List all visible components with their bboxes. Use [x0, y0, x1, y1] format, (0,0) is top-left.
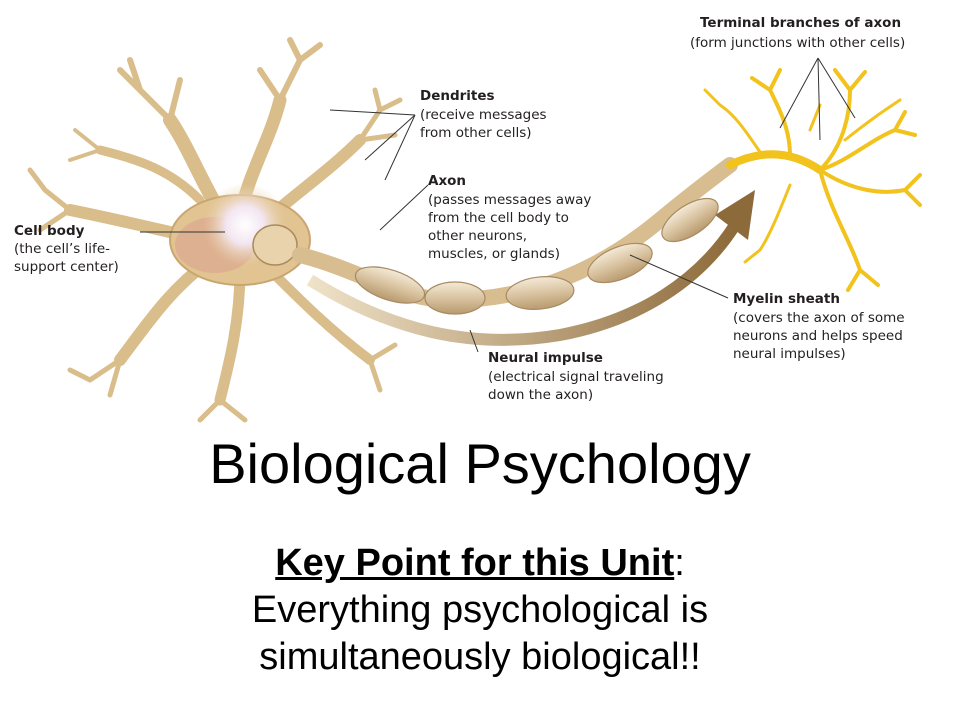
neuron-diagram: Terminal branches of axon (form junction… [14, 15, 922, 423]
neural-impulse-arrow [306, 221, 741, 346]
key-point-line-1: Everything psychological is [251, 589, 709, 631]
axon-label-desc-1: (passes messages away [428, 192, 591, 208]
myelin-label-desc-2: neurons and helps speed [733, 328, 903, 344]
impulse-label-desc-1: (electrical signal traveling [488, 369, 664, 385]
myelin-label-title: Myelin sheath [733, 291, 840, 307]
key-point-colon: : [674, 542, 685, 584]
myelin-sheath [354, 197, 719, 315]
cell-body-label-title: Cell body [14, 223, 85, 239]
arrowhead [715, 190, 755, 240]
axon-label-title: Axon [428, 173, 466, 189]
axon-label-desc-2: from the cell body to [428, 210, 569, 226]
key-point-heading: Key Point for this Unit: [0, 540, 960, 587]
key-point-line-2: simultaneously biological!! [259, 636, 701, 678]
terminal-label-desc: (form junctions with other cells) [690, 35, 905, 51]
key-point: Key Point for this Unit: Everything psyc… [0, 540, 960, 681]
dendrites-label-desc-2: from other cells) [420, 125, 532, 141]
slide-title: Biological Psychology [209, 432, 751, 495]
axon-label-desc-3: other neurons, [428, 228, 527, 244]
myelin-label-desc-3: neural impulses) [733, 346, 846, 362]
axon-label-desc-4: muscles, or glands) [428, 246, 560, 262]
dendrites-label-title: Dendrites [420, 88, 495, 104]
leader-lines [140, 57, 856, 353]
impulse-label-title: Neural impulse [488, 350, 603, 366]
cell-body-label-desc-2: support center) [14, 259, 119, 275]
nucleus [252, 224, 298, 266]
impulse-label-desc-2: down the axon) [488, 387, 593, 403]
terminal-branches [703, 68, 922, 292]
dendrites-label-desc-1: (receive messages [420, 107, 547, 123]
cell-body-label-desc-1: (the cell’s life- [14, 241, 110, 257]
terminal-label-title: Terminal branches of axon [700, 15, 901, 31]
myelin-label-desc-1: (covers the axon of some [733, 310, 905, 326]
key-point-label: Key Point for this Unit [275, 542, 675, 584]
